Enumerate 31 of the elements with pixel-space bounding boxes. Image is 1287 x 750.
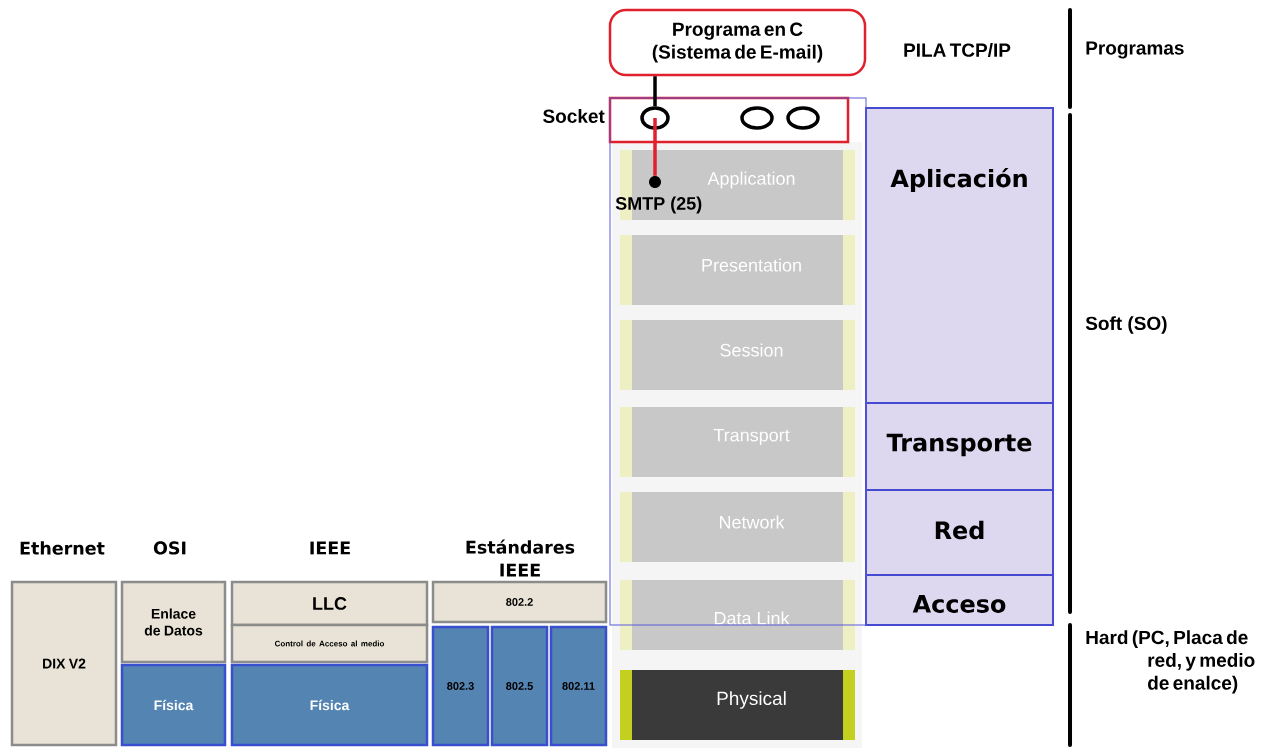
layer-box: LLC bbox=[230, 580, 429, 627]
socket-circle bbox=[640, 106, 670, 130]
layer-box: Enlace de Datos bbox=[120, 580, 227, 664]
socket-box: Socket bbox=[543, 96, 850, 144]
column-heading: PILA TCP/IP bbox=[904, 42, 1011, 58]
layer-box: Física bbox=[120, 663, 227, 747]
column-heading: OSI bbox=[153, 541, 186, 555]
tcpip-layer-box: Red bbox=[865, 489, 1054, 576]
side-label: Programas bbox=[1086, 41, 1184, 59]
tcpip-layer-box: Acceso bbox=[865, 574, 1054, 626]
layer-box: DIX V2 bbox=[10, 580, 118, 747]
side-label: Hard (PC, Placa de red, y medio de enalce) bbox=[1086, 630, 1255, 694]
column-heading: IEEE bbox=[310, 541, 350, 555]
layer-box: 802.3 bbox=[431, 625, 490, 747]
connector-line bbox=[653, 118, 657, 176]
socket-circle bbox=[786, 106, 820, 130]
column-heading: Estándares IEEE bbox=[466, 539, 575, 577]
layer-box: 802.2 bbox=[431, 580, 608, 624]
column-heading: Ethernet bbox=[20, 541, 105, 555]
layer-box: Control de Acceso al medio bbox=[230, 623, 429, 664]
side-label: Soft (SO) bbox=[1085, 316, 1167, 334]
socket-circle bbox=[740, 106, 774, 130]
layer-box: Física bbox=[230, 663, 429, 747]
node-label: Socket bbox=[543, 109, 605, 123]
osi-layer-box: Physical bbox=[620, 670, 855, 740]
program-box: Programa en C (Sistema de E-mail) bbox=[608, 8, 867, 77]
connector-line bbox=[653, 76, 657, 107]
tcpip-layer-box: Transporte bbox=[865, 402, 1054, 491]
port-label: SMTP (25) bbox=[615, 196, 702, 214]
layer-box: 802.11 bbox=[549, 625, 608, 747]
layer-box: 802.5 bbox=[490, 625, 549, 747]
